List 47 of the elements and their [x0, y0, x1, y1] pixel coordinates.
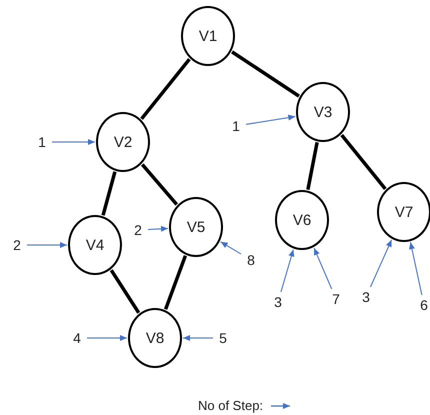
step-number: 5 [217, 329, 229, 347]
step-number: 7 [330, 290, 342, 308]
step-number: 8 [245, 251, 257, 269]
arrow [370, 239, 392, 288]
connector-line [306, 142, 319, 190]
vertex-circle [296, 82, 350, 142]
arrow [182, 335, 214, 341]
connector-line [140, 163, 178, 206]
arrow [220, 241, 242, 254]
step-number: 1 [230, 117, 242, 135]
vertex-circle [275, 190, 329, 250]
vertex-label: V8 [146, 330, 164, 346]
vertex-label: V2 [114, 134, 132, 150]
vertex-label: V4 [86, 236, 104, 254]
connector-line [340, 134, 387, 190]
vertex-circle [181, 6, 235, 66]
legend-label: No of Step: [198, 398, 264, 413]
vertex-label: V6 [292, 212, 312, 228]
arrow [409, 242, 422, 296]
connector-line [140, 58, 191, 120]
vertex-circle [96, 112, 150, 172]
arrow [280, 249, 294, 292]
vertex-label: V7 [394, 204, 414, 220]
vertex-circle [377, 182, 430, 242]
vertex-circle [68, 215, 122, 275]
connector-line [101, 171, 117, 216]
step-number: 1 [36, 133, 48, 151]
arrow [52, 139, 96, 145]
arrow [86, 335, 128, 341]
vertex-circle [169, 197, 223, 257]
step-number: 2 [132, 221, 144, 239]
arrow [246, 114, 296, 125]
step-number: 3 [360, 288, 372, 306]
connector-line [164, 255, 188, 310]
arrow [314, 247, 332, 290]
vertex-label: V5 [186, 218, 206, 236]
vertex-circle [128, 308, 182, 368]
step-number: 4 [71, 329, 83, 347]
vertex-label: V1 [198, 28, 218, 44]
step-number: 2 [11, 236, 23, 254]
step-number: 3 [272, 293, 284, 311]
arrow [26, 242, 68, 248]
arrow [148, 226, 169, 232]
vertex-label: V3 [314, 104, 332, 120]
step-number: 6 [418, 296, 430, 314]
connector-line [110, 269, 140, 314]
connector-line [231, 50, 300, 98]
